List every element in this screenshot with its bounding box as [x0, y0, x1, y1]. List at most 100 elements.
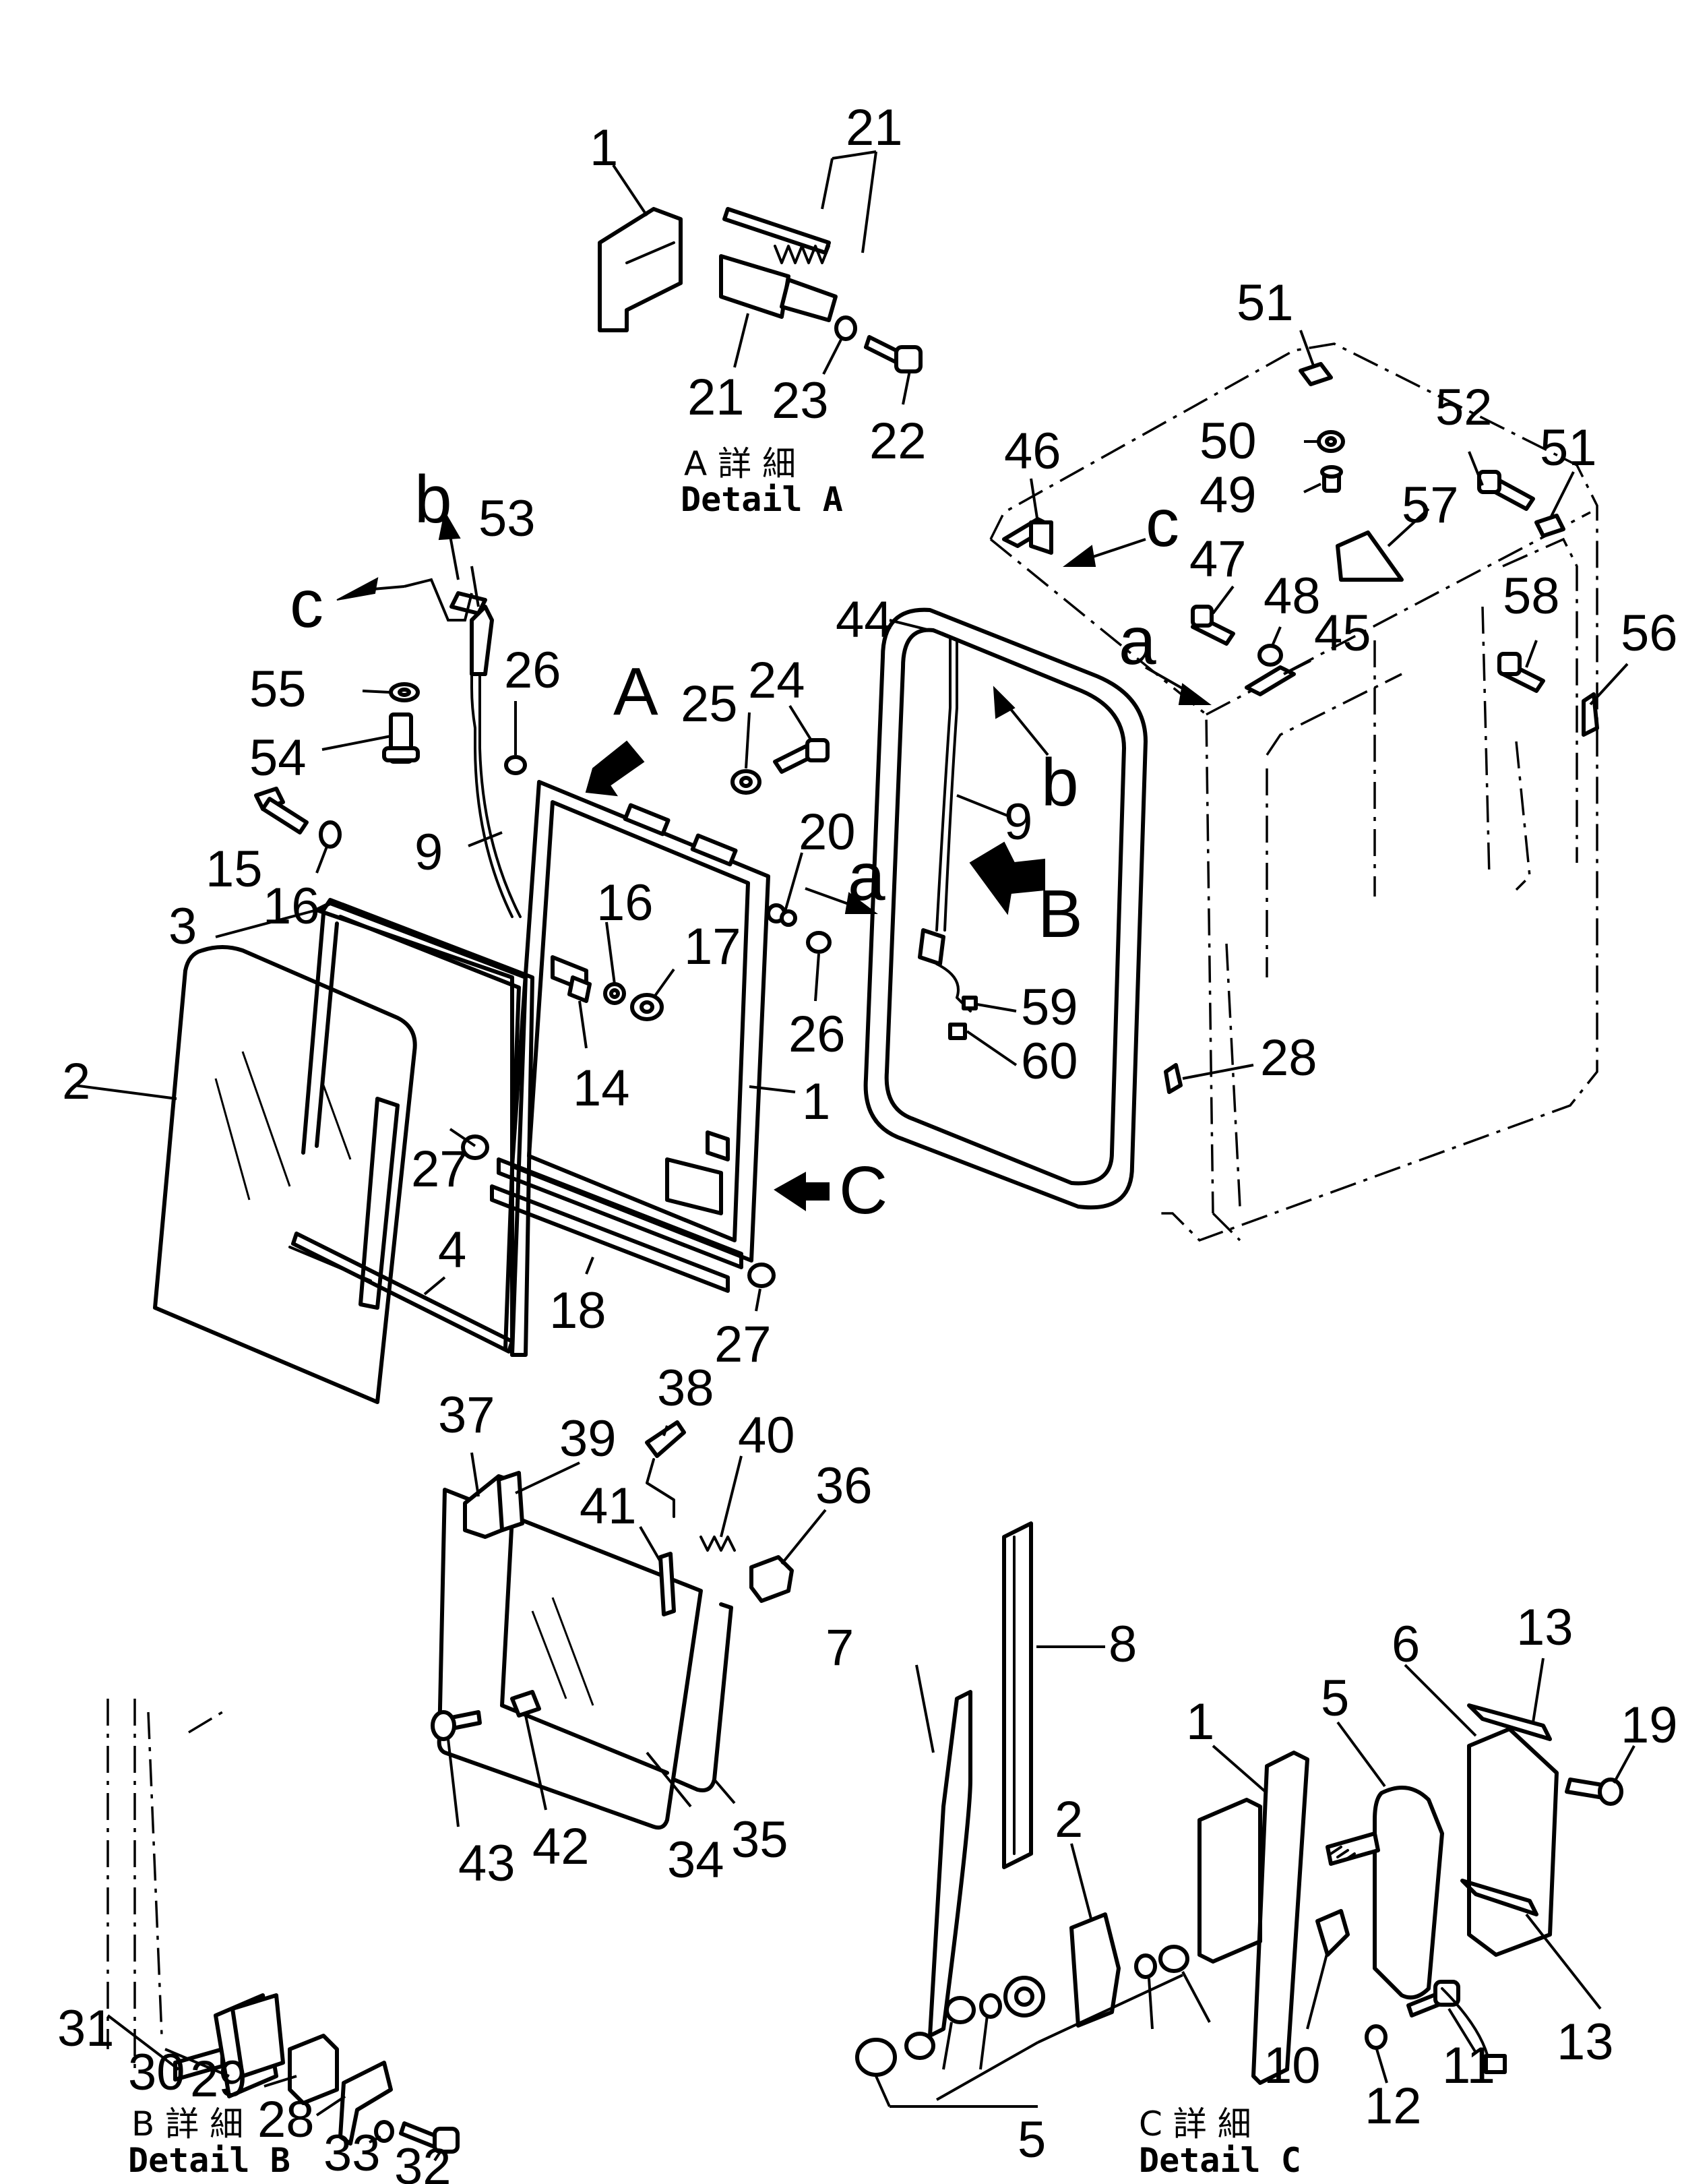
detail-c-bracket-1	[1197, 1751, 1309, 2085]
detail-c-cover-6	[1467, 1727, 1559, 1957]
door-frame-1	[510, 780, 770, 1263]
label-58: 58	[1503, 568, 1560, 625]
view-arrow-c-main	[774, 1172, 830, 1211]
label-42: 42	[532, 1818, 590, 1875]
label-34: 34	[667, 1831, 724, 1889]
nut-50	[1317, 430, 1345, 453]
label-56: 56	[1621, 605, 1678, 662]
bolt-54	[382, 712, 420, 764]
glass-2	[153, 945, 417, 1404]
label-31: 31	[57, 2000, 115, 2057]
detail-c-caption-ja: C 詳 細	[1139, 2104, 1251, 2144]
label-27b: 27	[714, 1316, 772, 1373]
bolt-43	[431, 1710, 482, 1741]
detail-b-striker-28	[338, 2061, 393, 2146]
detail-b-bracket-30	[214, 1993, 285, 2098]
detail-a-caption-en: Detail A	[681, 480, 843, 519]
ref-arrow-a-frame	[805, 887, 878, 914]
label-37: 37	[438, 1387, 495, 1444]
knob-36	[749, 1555, 794, 1603]
label-26: 26	[504, 642, 561, 699]
label-2: 2	[62, 1053, 90, 1110]
callout-a-cab: a	[1119, 603, 1156, 679]
detail-c-bushing-5	[855, 1976, 1045, 2077]
plate-39	[497, 1471, 524, 1532]
washer-16	[319, 820, 342, 849]
bolt-47	[1191, 605, 1235, 646]
label-36: 36	[815, 1457, 873, 1515]
ref-arrow-c-cab	[1063, 538, 1146, 567]
bolt-24	[773, 738, 830, 774]
detail-b-caption-en: Detail B	[128, 2141, 290, 2180]
label-4: 4	[438, 1221, 466, 1279]
nut-25	[730, 769, 761, 795]
callout-c-left: c	[290, 566, 323, 642]
callout-C: C	[839, 1153, 887, 1228]
view-arrow-b-main	[969, 841, 1045, 915]
label-8: 8	[1109, 1616, 1137, 1673]
label-17: 17	[684, 918, 741, 975]
label-50: 50	[1200, 413, 1257, 470]
label-32: 32	[394, 2138, 451, 2184]
label-28b: 28	[257, 2091, 315, 2148]
label-54: 54	[249, 729, 307, 787]
label-44: 44	[836, 591, 893, 648]
label-16: 16	[263, 878, 320, 935]
ref-arrow-a-cab	[1145, 666, 1212, 705]
label-39: 39	[559, 1410, 617, 1467]
detail-a-bolt-22	[864, 335, 923, 373]
label-1: 1	[802, 1073, 830, 1130]
label-51: 51	[1237, 274, 1294, 332]
detail-captions: A 詳 細 Detail A B 詳 細 Detail B C 詳 細 Deta…	[128, 444, 1301, 2180]
detail-b-bolt-32	[399, 2121, 460, 2154]
detail-c-channel-8	[1002, 1521, 1033, 1869]
detail-c-arm-7	[904, 1690, 972, 2060]
label-12: 12	[1365, 2077, 1422, 2135]
callout-B: B	[1038, 876, 1083, 952]
label-1c: 1	[1186, 1693, 1214, 1751]
plate-42	[510, 1690, 541, 1718]
cab-body	[989, 342, 1598, 1242]
leader-lines	[73, 150, 1636, 2162]
label-13b: 13	[1557, 2013, 1614, 2071]
label-38: 38	[657, 1360, 714, 1417]
detail-a-bracket-1	[598, 207, 683, 332]
label-2c: 2	[1055, 1791, 1083, 1848]
detail-b-caption-ja: B 詳 細	[131, 2104, 243, 2144]
detail-a-spring	[774, 245, 830, 264]
label-25: 25	[681, 675, 738, 733]
latch-56	[1582, 692, 1599, 737]
detail-b-cab-edge	[106, 1699, 223, 2076]
label-22: 22	[869, 413, 927, 470]
detail-a-pin-21	[719, 207, 838, 322]
label-26b: 26	[788, 1006, 846, 1063]
detail-b-bracket-29	[288, 2034, 339, 2105]
nut-26	[504, 755, 527, 775]
label-47: 47	[1189, 530, 1247, 588]
door-seal-44	[863, 607, 1148, 1210]
bracket-57	[1336, 530, 1404, 582]
label-15: 15	[206, 841, 263, 898]
label-27: 27	[411, 1141, 468, 1198]
label-11: 11	[1442, 2037, 1495, 2094]
spring-40	[699, 1536, 736, 1552]
label-30: 30	[128, 2044, 185, 2101]
label-3: 3	[168, 898, 197, 955]
label-6: 6	[1392, 1616, 1420, 1673]
detail-a-caption-ja: A 詳 細	[684, 444, 796, 483]
part-number-labels: 1 21 21 23 22 53 55 54 26 9 15 16 3 2 16…	[57, 99, 1678, 2184]
sliding-glass-34	[437, 1488, 703, 1830]
label-48: 48	[1264, 568, 1321, 625]
callout-a-frame: a	[848, 839, 885, 915]
nut-26b	[806, 931, 832, 954]
bumper-27b	[747, 1263, 776, 1288]
label-14: 14	[573, 1060, 630, 1117]
label-5c-bottom: 5	[1018, 2111, 1046, 2168]
pin-41	[658, 1552, 676, 1616]
label-41: 41	[580, 1478, 637, 1535]
label-13: 13	[1516, 1599, 1574, 1656]
bolt-52	[1477, 470, 1535, 511]
glass-seal-3	[301, 898, 534, 1357]
label-18: 18	[549, 1282, 606, 1339]
